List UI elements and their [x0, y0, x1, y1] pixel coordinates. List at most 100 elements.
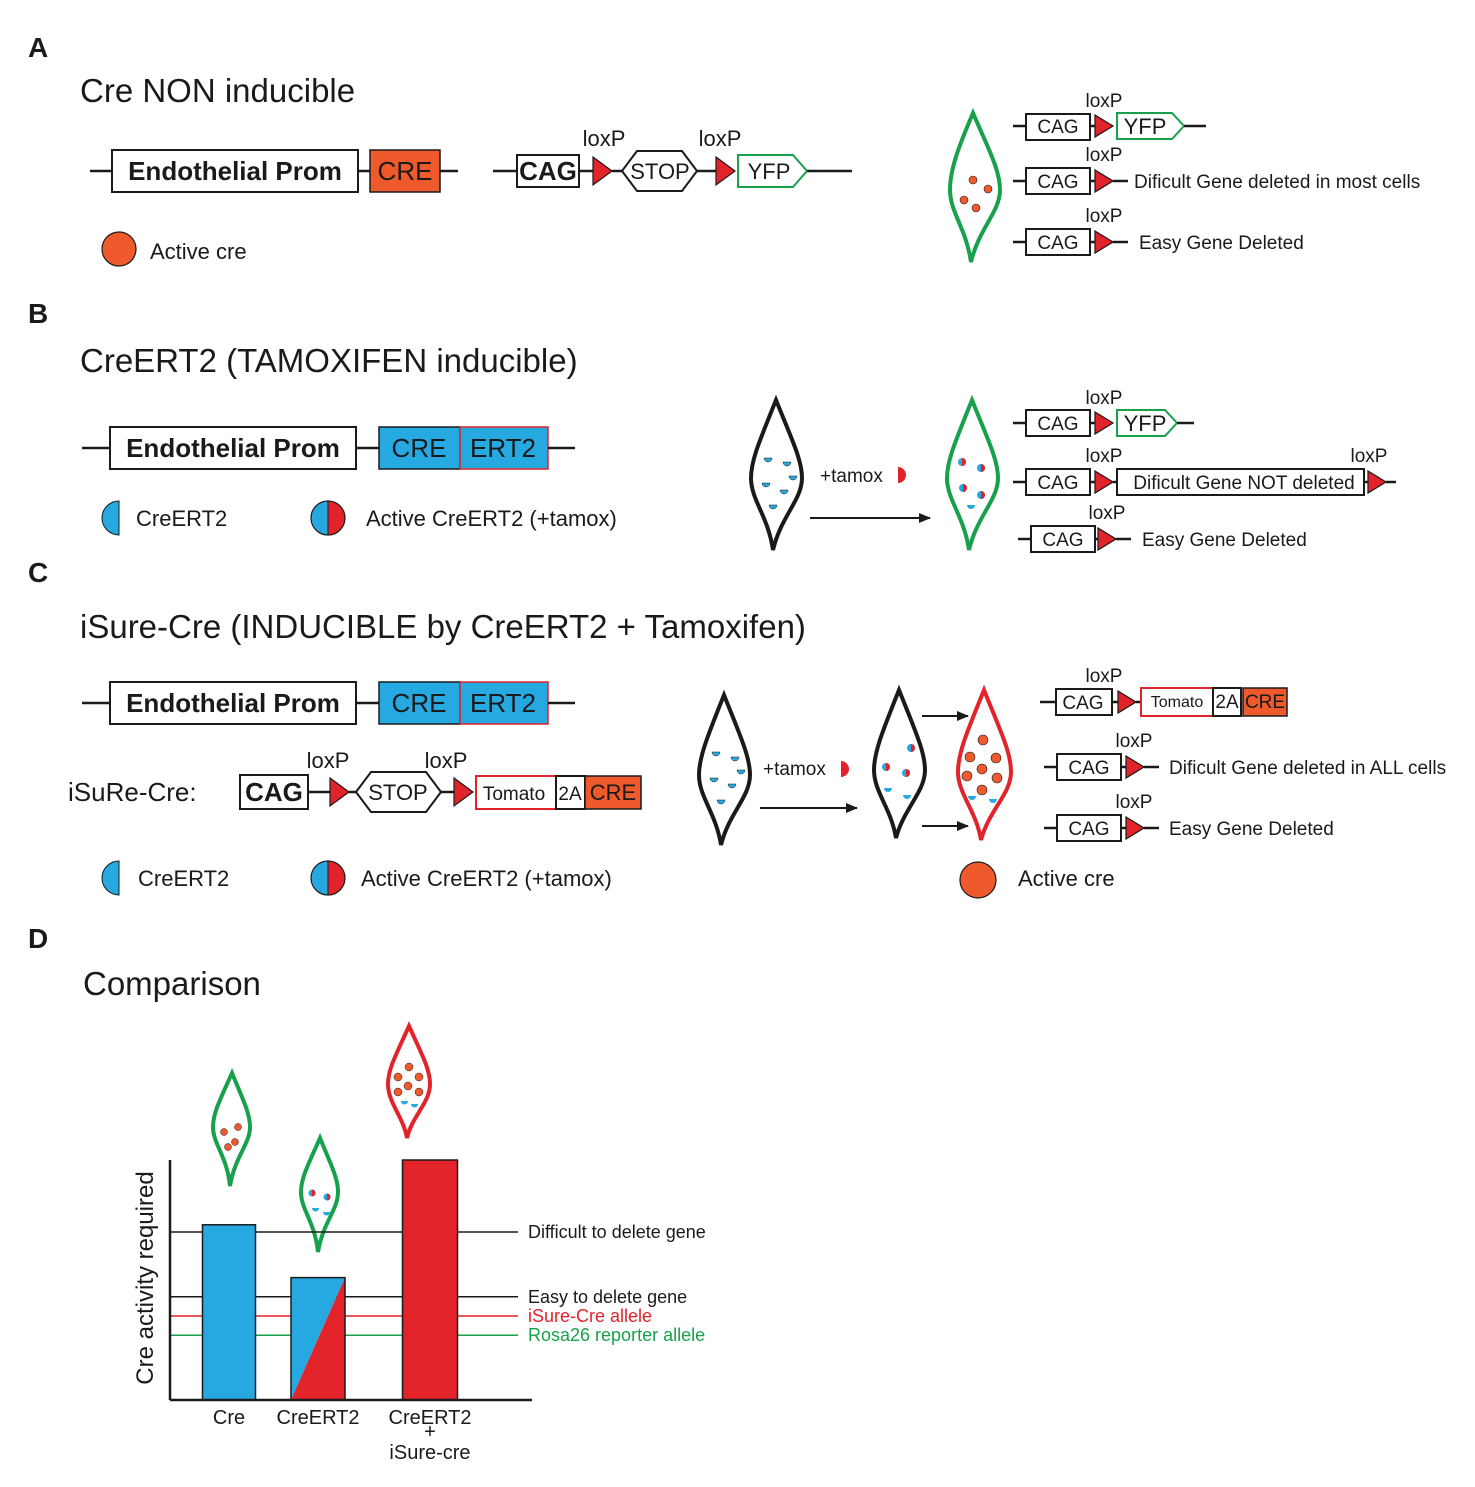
isure-cre-construct: iSuRe-Cre: CAG loxP STOP loxP Tomato 2A … — [68, 748, 642, 813]
yfp-box — [1116, 112, 1186, 140]
isure-loxp-1-label: loxP — [307, 748, 350, 773]
tamoxifen-icon — [898, 467, 906, 483]
tamox-label: +tamox — [820, 466, 883, 487]
panel-c-title: iSure-Cre (INDUCIBLE by CreERT2 + Tamoxi… — [80, 608, 806, 645]
loxp-site-icon — [1367, 469, 1388, 495]
loxp-site-icon — [1094, 410, 1115, 436]
uninduced-cell-icon — [748, 394, 805, 551]
allele-row-difficult-gene: CAG loxP Dificult Gene deleted in most c… — [1013, 145, 1420, 195]
bar — [201, 1224, 257, 1401]
allele-target-label: Dificult Gene deleted in most cells — [1134, 172, 1420, 193]
endothelial-creert2-construct: Endothelial Prom CRE ERT2 — [82, 426, 575, 470]
allele-cag-label: CAG — [1068, 758, 1109, 779]
allele-target-label: Easy Gene Deleted — [1169, 819, 1334, 840]
cre-label: CRE — [392, 688, 447, 718]
loxp-site-icon — [1094, 469, 1115, 495]
isure-cre-box-label: CRE — [590, 780, 636, 805]
loxp-site-icon — [329, 776, 351, 808]
endothelial-creert2-construct: Endothelial Prom CRE ERT2 — [82, 681, 575, 725]
yfp-box — [737, 154, 809, 188]
ert2-box — [459, 426, 549, 470]
reporter-stop-label: STOP — [630, 159, 690, 184]
loxp-site-icon — [1097, 526, 1118, 552]
creert2-legend-icon — [101, 860, 120, 896]
loxp-site-icon — [1117, 689, 1138, 715]
allele-cag-label: CAG — [1037, 172, 1078, 193]
allele-cag-label: CAG — [1037, 414, 1078, 435]
allele-target-label: Dificult Gene NOT deleted — [1133, 473, 1354, 494]
reporter-cag-label: CAG — [519, 156, 577, 186]
isure-loxp-2-label: loxP — [425, 748, 468, 773]
tamoxifen-icon — [841, 761, 849, 777]
allele-row-difficult-gene: CAG loxP Dificult Gene deleted in ALL ce… — [1044, 731, 1446, 781]
endothelial-cre-construct: Endothelial Prom CRE — [90, 149, 458, 193]
allele-loxp-end-label: loxP — [1351, 446, 1388, 467]
bar-creert2-inactive-part — [291, 1277, 345, 1400]
allele-cag-label: CAG — [1068, 819, 1109, 840]
loxp-site-icon — [715, 155, 737, 187]
isure-tomato-label: Tomato — [483, 784, 545, 805]
loxp-site-icon — [1125, 754, 1146, 780]
allele-loxp-label: loxP — [1116, 792, 1153, 813]
cre-box — [378, 681, 461, 725]
allele-target-label: Easy Gene Deleted — [1142, 530, 1307, 551]
isure-cre-label: iSuRe-Cre: — [68, 777, 197, 807]
panel-a: A Cre NON inducible Endothelial Prom CRE… — [28, 32, 1420, 267]
allele-row-yfp: CAG loxP YFP — [1013, 388, 1194, 437]
endothelial-promoter-label: Endothelial Prom — [126, 433, 340, 463]
isure-cag-label: CAG — [245, 777, 303, 807]
reference-line-label: Easy to delete gene — [528, 1287, 687, 1307]
induced-cell-icon — [871, 684, 928, 839]
allele-cre-label: CRE — [1245, 692, 1285, 713]
bar-creert2-active-part — [291, 1277, 345, 1400]
allele-row-difficult-gene: CAG loxP Dificult Gene NOT deleted loxP — [1013, 446, 1396, 496]
allele-row-yfp: CAG loxP YFP — [1013, 91, 1206, 141]
isure-cell-icon — [385, 1021, 433, 1139]
difficult-gene-box — [1116, 468, 1365, 496]
panel-a-letter: A — [28, 32, 48, 63]
active-creert2-legend-icon — [310, 500, 346, 536]
allele-loxp-label: loxP — [1086, 388, 1123, 409]
creert2-legend-label: CreERT2 — [136, 506, 227, 531]
allele-cag-label: CAG — [1042, 530, 1083, 551]
allele-row-easy-gene: CAG loxP Easy Gene Deleted — [1013, 206, 1304, 256]
cre-box — [378, 426, 461, 470]
x-tick-label: CreERT2 — [277, 1407, 360, 1429]
allele-cag-label: CAG — [1062, 693, 1103, 714]
allele-row-easy-gene: CAG loxP Easy Gene Deleted — [1018, 503, 1307, 553]
panel-c-letter: C — [28, 557, 48, 588]
panel-d-letter: D — [28, 923, 48, 954]
loxp-site-icon — [592, 155, 614, 187]
loxp-site-icon — [1094, 168, 1115, 194]
allele-yfp-label: YFP — [1124, 411, 1167, 436]
cre-cell-icon — [210, 1067, 253, 1187]
ert2-box — [459, 681, 549, 725]
allele-cag-label: CAG — [1037, 117, 1078, 138]
panel-d-title: Comparison — [83, 965, 261, 1002]
allele-loxp-label: loxP — [1086, 446, 1123, 467]
reference-line-label: Difficult to delete gene — [528, 1222, 706, 1242]
bar — [401, 1159, 459, 1401]
x-tick-label: Cre — [213, 1407, 245, 1429]
active-cre-legend-icon — [101, 231, 137, 267]
panel-b-title: CreERT2 (TAMOXIFEN inducible) — [80, 342, 578, 379]
panel-b-letter: B — [28, 298, 48, 329]
ert2-label: ERT2 — [470, 688, 536, 718]
allele-2a-label: 2A — [1215, 692, 1239, 713]
allele-target-label: Easy Gene Deleted — [1139, 233, 1304, 254]
tamox-label: +tamox — [763, 759, 826, 780]
allele-loxp-label: loxP — [1086, 666, 1123, 687]
panel-b: B CreERT2 (TAMOXIFEN inducible) Endothel… — [28, 298, 1396, 553]
reporter-loxp-2-label: loxP — [699, 126, 742, 151]
allele-tomato-label: Tomato — [1151, 694, 1204, 711]
active-cre-legend-icon — [959, 861, 997, 899]
reporter-loxp-1-label: loxP — [583, 126, 626, 151]
allele-loxp-label: loxP — [1086, 145, 1123, 166]
reference-line-label: Rosa26 reporter allele — [528, 1325, 705, 1345]
cre-label: CRE — [378, 156, 433, 186]
creert2-legend-label: CreERT2 — [138, 866, 229, 891]
cre-box — [1242, 687, 1288, 717]
active-creert2-legend-label: Active CreERT2 (+tamox) — [361, 866, 612, 891]
